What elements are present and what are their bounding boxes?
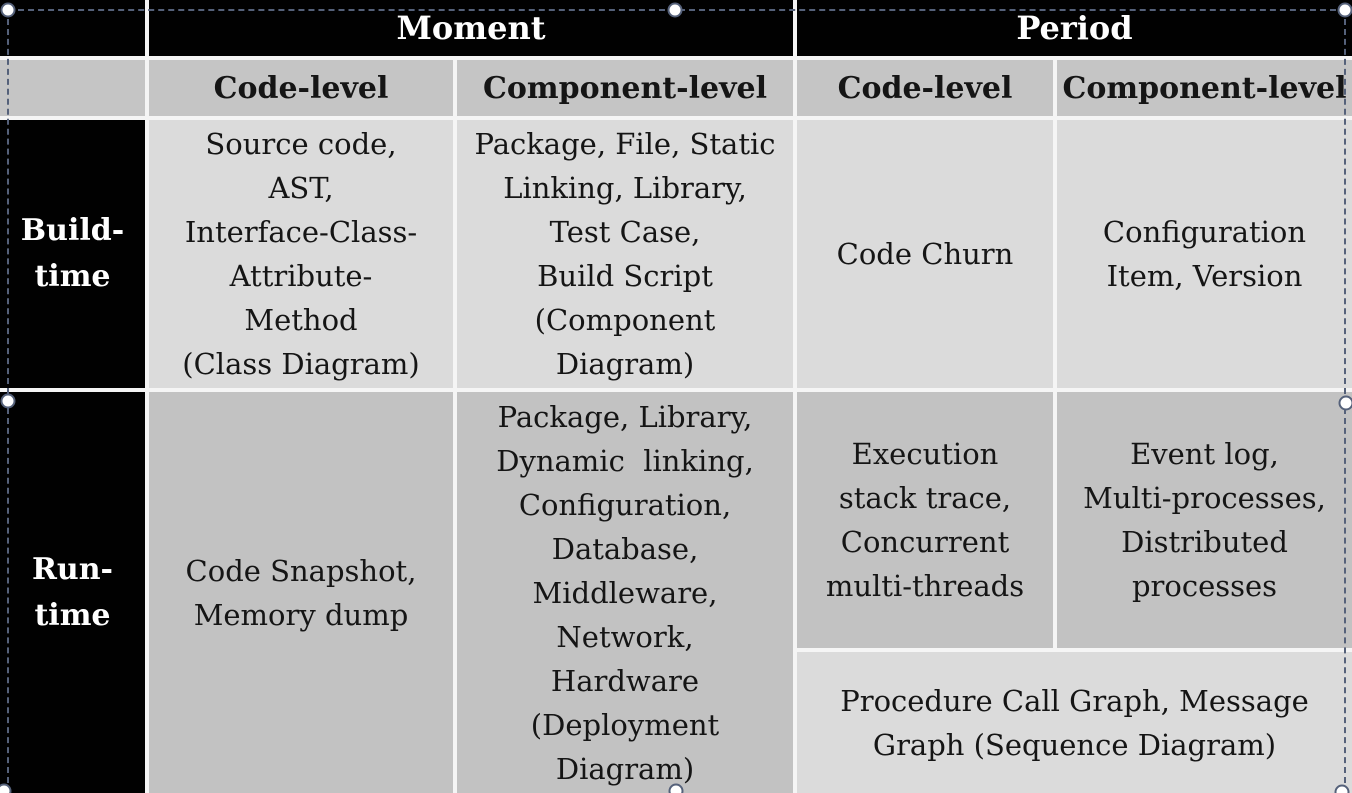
cell-text: Execution stack trace, Concurrent multi-… (825, 437, 1025, 603)
selection-handle-bottom-right[interactable] (1334, 784, 1350, 793)
header-moment-label: Moment (396, 9, 546, 47)
row-label-run-time[interactable]: Run- time (0, 392, 145, 793)
subheader-period-code-level[interactable]: Code-level (797, 60, 1053, 116)
cell-run-period-component[interactable]: Event log, Multi-processes, Distributed … (1057, 392, 1352, 648)
cell-run-moment-code[interactable]: Code Snapshot, Memory dump (149, 392, 453, 793)
subheader-label: Code-level (213, 70, 389, 106)
row-label-build-time[interactable]: Build- time (0, 120, 145, 388)
cell-run-period-span[interactable]: Procedure Call Graph, Message Graph (Seq… (797, 652, 1352, 793)
subheader-period-component-level[interactable]: Component-level (1057, 60, 1352, 116)
corner-cell-sub[interactable] (0, 60, 145, 116)
cell-text: Source code, AST, Interface-Class- Attri… (182, 127, 420, 381)
row-label-text: Build- time (20, 213, 125, 294)
cell-text: Code Churn (836, 237, 1014, 271)
subheader-label: Component-level (482, 70, 768, 106)
selection-handle-top-right[interactable] (1337, 2, 1352, 18)
cell-text: Event log, Multi-processes, Distributed … (1083, 437, 1326, 603)
header-period[interactable]: Period (797, 0, 1352, 56)
selection-handle-right-middle[interactable] (1338, 395, 1352, 411)
selection-handle-left-middle[interactable] (0, 393, 16, 409)
selection-handle-bottom-center[interactable] (668, 783, 684, 793)
cell-text: Code Snapshot, Memory dump (185, 553, 417, 632)
cell-build-period-code[interactable]: Code Churn (797, 120, 1053, 388)
subheader-label: Code-level (837, 70, 1013, 106)
cell-build-moment-code[interactable]: Source code, AST, Interface-Class- Attri… (149, 120, 453, 388)
header-period-label: Period (1016, 9, 1133, 47)
subheader-label: Component-level (1062, 70, 1347, 106)
cell-run-moment-component[interactable]: Package, Library, Dynamic linking, Confi… (457, 392, 793, 793)
selection-handle-top-center[interactable] (667, 2, 683, 18)
cell-build-moment-component[interactable]: Package, File, Static Linking, Library, … (457, 120, 793, 388)
corner-cell-top[interactable] (0, 0, 145, 56)
row-label-text: Run- time (31, 551, 113, 633)
subheader-moment-code-level[interactable]: Code-level (149, 60, 453, 116)
cell-build-period-component[interactable]: Configuration Item, Version (1057, 120, 1352, 388)
cell-text: Procedure Call Graph, Message Graph (Seq… (840, 683, 1309, 762)
cell-text: Configuration Item, Version (1102, 215, 1307, 293)
subheader-moment-component-level[interactable]: Component-level (457, 60, 793, 116)
header-moment[interactable]: Moment (149, 0, 793, 56)
cell-text: Package, Library, Dynamic linking, Confi… (496, 399, 754, 786)
selection-handle-bottom-left[interactable] (0, 783, 12, 793)
selection-handle-top-left[interactable] (0, 2, 16, 18)
cell-run-period-code[interactable]: Execution stack trace, Concurrent multi-… (797, 392, 1053, 648)
cell-text: Package, File, Static Linking, Library, … (474, 127, 776, 381)
